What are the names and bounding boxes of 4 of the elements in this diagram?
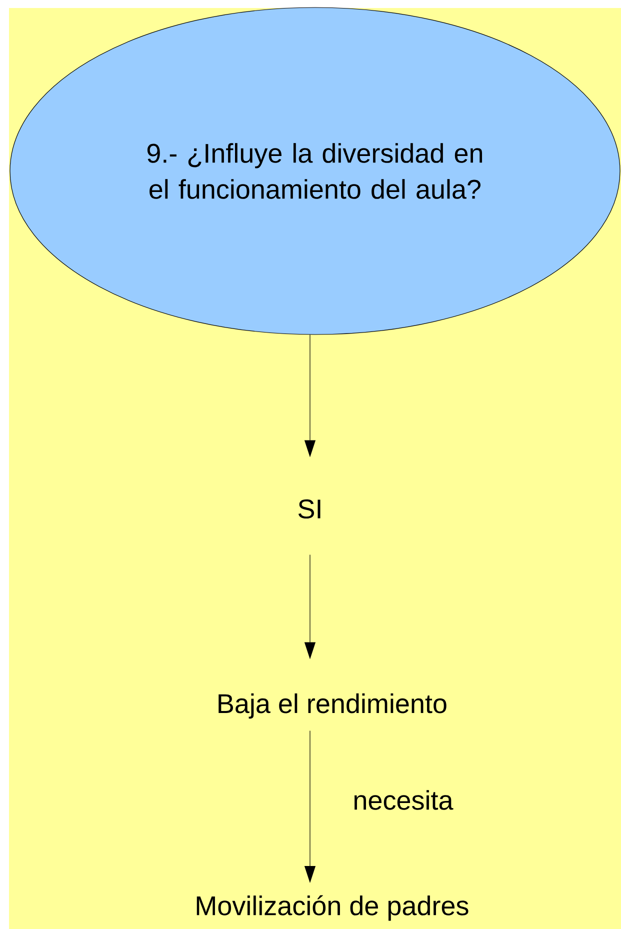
text-label: Baja el rendimiento bbox=[218, 693, 446, 719]
edge-label: necesita bbox=[354, 790, 454, 810]
text-label: SI bbox=[298, 499, 320, 519]
text-label: Movilización de padres bbox=[196, 895, 468, 921]
